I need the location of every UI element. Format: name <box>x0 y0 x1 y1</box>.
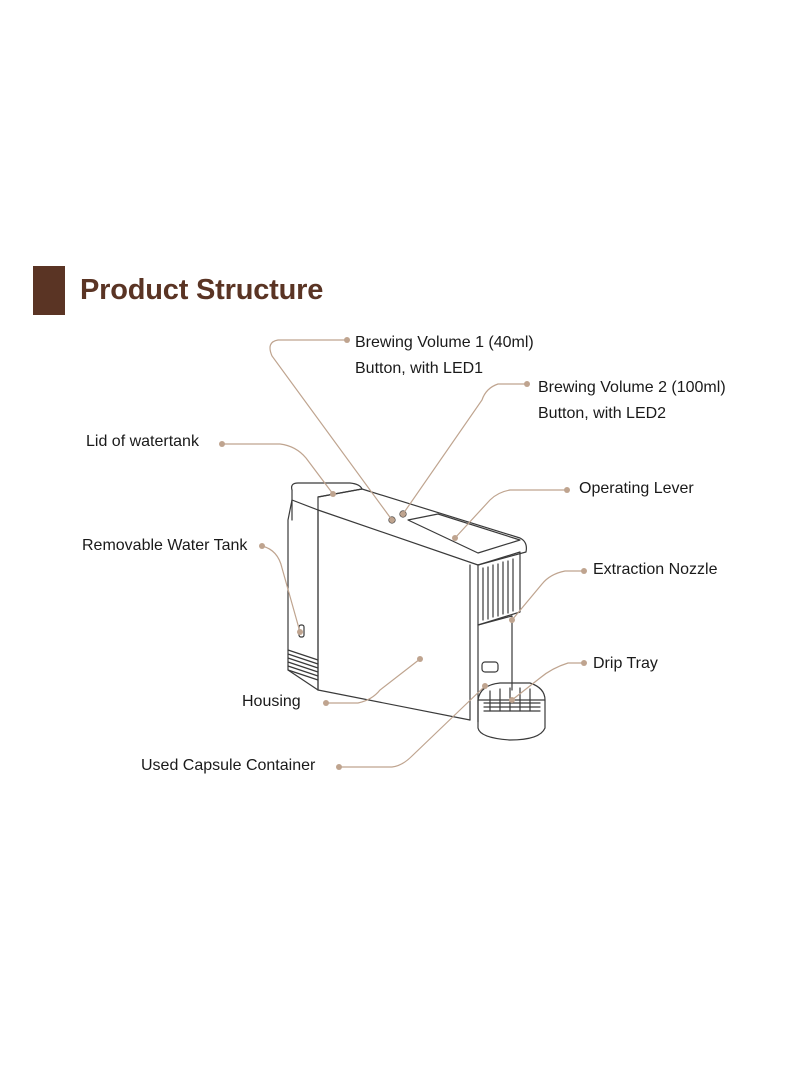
dot-drip-target <box>509 697 515 703</box>
dot-drip-label <box>581 660 587 666</box>
label-lid-of-watertank: Lid of watertank <box>86 433 199 450</box>
label-operating-lever: Operating Lever <box>579 480 694 497</box>
label-brewing-volume-2: Brewing Volume 2 (100ml) Button, with LE… <box>538 375 726 427</box>
head-grille <box>482 558 514 621</box>
tank-grille <box>287 649 319 681</box>
label-removable-water-tank: Removable Water Tank <box>82 537 248 554</box>
label-extraction-nozzle: Extraction Nozzle <box>593 561 718 578</box>
dot-capsule-target <box>482 683 488 689</box>
dot-brew1-label <box>344 337 350 343</box>
dot-brew2-label <box>524 381 530 387</box>
label-brewing-volume-1-line1: Brewing Volume 1 (40ml) <box>355 334 534 351</box>
label-brewing-volume-2-line2: Button, with LED2 <box>538 405 667 422</box>
dot-lever-label <box>564 487 570 493</box>
dot-tank-target <box>297 629 303 635</box>
dot-brew2-target <box>400 511 406 517</box>
dot-lid-label <box>219 441 225 447</box>
label-brewing-volume-1-line2: Button, with LED1 <box>355 360 484 377</box>
dot-nozzle-label <box>581 568 587 574</box>
heading-accent-block <box>33 266 65 315</box>
dot-housing-target <box>417 656 423 662</box>
dot-nozzle-target <box>509 617 515 623</box>
dot-capsule-label <box>336 764 342 770</box>
dot-lid-target <box>330 491 336 497</box>
dot-brew1-target <box>389 517 395 523</box>
label-housing: Housing <box>242 693 301 710</box>
page-title: Product Structure <box>80 274 324 306</box>
label-drip-tray: Drip Tray <box>593 655 658 672</box>
leader-dots <box>219 337 587 770</box>
leader-lines <box>222 339 584 768</box>
label-brewing-volume-2-line1: Brewing Volume 2 (100ml) <box>538 379 726 396</box>
dot-housing-label <box>323 700 329 706</box>
dot-lever-target <box>452 535 458 541</box>
dot-tank-label <box>259 543 265 549</box>
label-brewing-volume-1: Brewing Volume 1 (40ml) Button, with LED… <box>355 330 534 382</box>
label-used-capsule-container: Used Capsule Container <box>141 757 316 774</box>
